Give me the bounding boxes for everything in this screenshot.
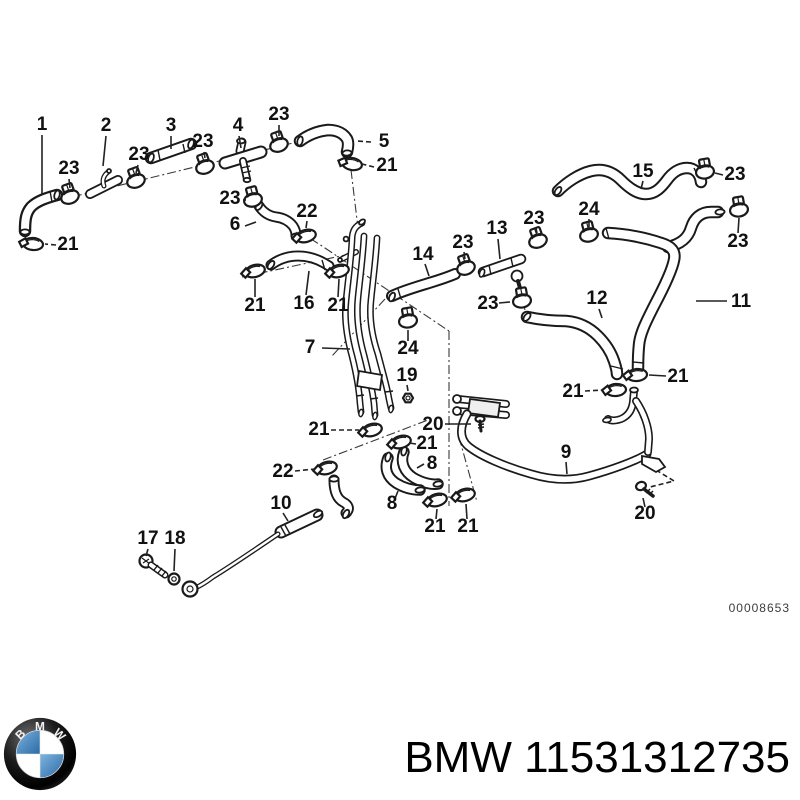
callout-21: 21 [57, 234, 79, 255]
part-3-hose [147, 139, 195, 163]
logo-quadrant-blue-topleft [16, 730, 40, 754]
callout-23: 23 [58, 158, 79, 179]
callout-23: 23 [268, 104, 289, 125]
diagram-canvas: 1 2 3 23 23 23 4 23 5 21 23 6 22 21 21 1… [17, 104, 790, 615]
callout-19: 19 [396, 365, 417, 386]
callout-22: 22 [272, 461, 293, 482]
part-6-hose [253, 199, 302, 239]
callout-21: 21 [424, 516, 446, 537]
callout-11: 11 [731, 291, 752, 312]
callout-10: 10 [270, 493, 291, 514]
part-9-heater-pipes [452, 386, 667, 498]
callout-23: 23 [192, 131, 213, 152]
part-1-hose [20, 190, 60, 235]
callout-3: 3 [166, 115, 177, 136]
bmw-logo: B M W [3, 717, 77, 791]
part-20-screw-bottom [635, 480, 655, 498]
callout-7: 7 [305, 337, 316, 358]
part-18-washer [167, 572, 181, 586]
callout-23: 23 [128, 144, 149, 165]
part-12-hose [522, 312, 623, 374]
callout-23: 23 [477, 293, 498, 314]
callout-leaders [41, 125, 740, 572]
callout-21: 21 [667, 366, 689, 387]
callout-23: 23 [724, 164, 745, 185]
callout-8: 8 [387, 493, 398, 514]
callout-13: 13 [486, 218, 507, 239]
callout-8: 8 [427, 453, 438, 474]
callout-15: 15 [632, 161, 654, 182]
callout-21: 21 [562, 381, 584, 402]
part-11-hose [606, 209, 726, 368]
watermark-number: 00008653 [729, 601, 790, 615]
callout-16: 16 [293, 293, 314, 314]
callout-2: 2 [101, 115, 112, 136]
part-14-hose [388, 274, 455, 304]
callout-5: 5 [379, 131, 390, 152]
hose-parts-diagram: 1 2 3 23 23 23 4 23 5 21 23 6 22 21 21 1… [17, 104, 790, 615]
part-5-hose [296, 130, 352, 156]
callout-1: 1 [37, 114, 48, 135]
callout-21: 21 [244, 295, 266, 316]
callout-23: 23 [452, 232, 473, 253]
callout-23: 23 [219, 188, 240, 209]
callout-9: 9 [561, 442, 572, 463]
callout-21: 21 [327, 295, 349, 316]
callout-23: 23 [727, 231, 748, 252]
callout-24: 24 [578, 199, 600, 220]
callout-12: 12 [586, 288, 607, 309]
part-10-pipe [181, 476, 351, 598]
part-13-fitting [477, 258, 523, 293]
callout-23: 23 [523, 208, 544, 229]
callout-22: 22 [296, 201, 317, 222]
callout-labels: 1 2 3 23 23 23 4 23 5 21 23 6 22 21 21 1… [37, 104, 752, 549]
callout-21: 21 [416, 433, 438, 454]
part-16-hose [265, 256, 329, 270]
callout-21: 21 [457, 516, 479, 537]
logo-quadrant-blue-bottomright [40, 754, 64, 778]
part-19-nut [401, 392, 415, 404]
callout-4: 4 [233, 115, 244, 136]
part-2-connector [90, 168, 118, 194]
part-number-text: BMW 11531312735 [404, 733, 790, 782]
callout-18: 18 [164, 528, 185, 549]
callout-20: 20 [634, 503, 655, 524]
footer: B M W BMW 11531312735 [0, 700, 800, 800]
callout-14: 14 [412, 244, 434, 265]
part-20-screw-top [474, 414, 486, 433]
part-7-pipe-bundle [337, 218, 395, 421]
callout-24: 24 [397, 338, 419, 359]
logo-letter-m: M [35, 719, 45, 733]
part-4-tee-fitting [225, 139, 261, 184]
callout-17: 17 [137, 528, 158, 549]
callout-21: 21 [308, 419, 330, 440]
part-15-hose [553, 168, 701, 196]
part-17-screw [138, 553, 169, 579]
callout-21: 21 [376, 155, 398, 176]
callout-20: 20 [422, 414, 443, 435]
callout-6: 6 [230, 214, 241, 235]
